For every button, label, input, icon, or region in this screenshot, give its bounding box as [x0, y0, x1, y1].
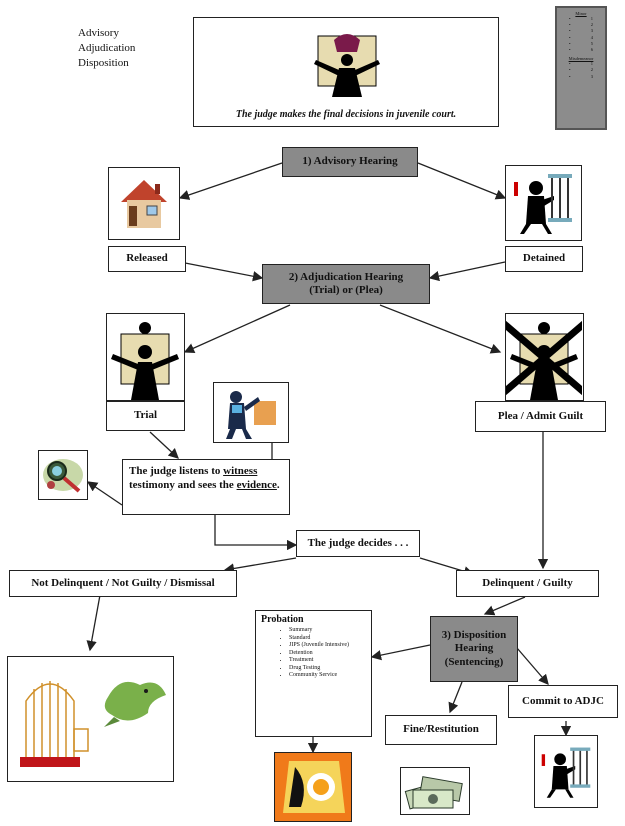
probation-node: Probation Summary Standard JIPS (Juvenil… [255, 610, 372, 737]
header-caption: The judge makes the final decisions in j… [235, 109, 457, 120]
house-picture-box [108, 167, 180, 240]
adjudication-title: 2) Adjudication Hearing [288, 270, 404, 283]
witness-picture-box [213, 382, 289, 443]
probation-picture-box [274, 752, 352, 822]
arrow-released-to-adjudication [179, 261, 264, 282]
arrow-decides-to-notdelinquent [223, 557, 297, 574]
arrow-adjudication-to-trial [183, 304, 291, 354]
jail-icon [541, 747, 591, 798]
probation-item: Standard [289, 635, 366, 643]
released-node: Released [108, 246, 186, 272]
jail-icon [514, 174, 572, 234]
arrow-listen-to-evidence [86, 481, 123, 506]
judge-decides-node: The judge decides . . . [296, 530, 420, 557]
stage-disposition: Disposition [78, 57, 129, 69]
witness-link[interactable]: witness [223, 465, 258, 477]
probation-item: Detention [289, 650, 366, 658]
money-icon [404, 776, 463, 810]
legend-row: •6 [569, 47, 593, 53]
legend-row: •2 [569, 67, 593, 73]
stage-adjudication: Adjudication [78, 42, 136, 54]
judge-listens-node: The judge listens to witness testimony a… [122, 459, 290, 515]
trial-node: Trial [106, 401, 185, 431]
magnifier-icon [43, 459, 83, 493]
probation-list: Summary Standard JIPS (Juvenile Intensiv… [261, 627, 366, 680]
money-picture-box [400, 767, 470, 815]
probation-item: Summary [289, 627, 366, 635]
plea-judge-picture-box [499, 313, 589, 401]
offense-legend: Minor •1 •2 •3 •4 •5 •6 Misdemeanor •1 •… [555, 6, 607, 130]
arrow-delinquent-to-disposition [483, 596, 526, 616]
stage-list: Advisory Adjudication Disposition [78, 26, 135, 71]
detained-node: Detained [505, 246, 583, 272]
evidence-picture-box [38, 450, 88, 500]
arrow-advisory-to-released [178, 162, 283, 200]
legend-row: •4 [569, 34, 593, 40]
arrow-trial-to-listen [149, 431, 179, 459]
plea-node: Plea / Admit Guilt [475, 401, 606, 432]
probation-item: Drug Testing [289, 665, 366, 673]
witness-icon [226, 391, 276, 439]
advisory-hearing-node: 1) Advisory Hearing [282, 147, 418, 177]
judge-header-box: The judge makes the final decisions in j… [193, 17, 499, 127]
legend-row: •2 [569, 22, 593, 28]
probation-item: Community Service [289, 672, 366, 680]
trial-judge-picture-box [106, 313, 185, 401]
commit-adjc-node: Commit to ADJC [508, 685, 618, 718]
arrow-adjudication-to-plea [379, 304, 502, 354]
legend-heading-minor: Minor [575, 11, 587, 16]
crossed-judge-icon [499, 319, 589, 400]
arrow-advisory-to-detained [417, 162, 507, 200]
not-delinquent-node: Not Delinquent / Not Guilty / Dismissal [9, 570, 237, 597]
judge-icon [111, 322, 179, 400]
arrow-listen-to-decides [214, 515, 298, 551]
arrow-disposition-to-probation [370, 644, 431, 661]
arrow-detained-to-adjudication [428, 261, 506, 282]
probation-title: Probation [261, 614, 304, 625]
detained-picture-box [505, 165, 582, 241]
adjudication-subtitle: (Trial) or (Plea) [309, 284, 383, 296]
arrow-disposition-to-commit [516, 647, 549, 685]
adjudication-hearing-node: 2) Adjudication Hearing (Trial) or (Plea… [262, 264, 430, 304]
delinquent-node: Delinquent / Guilty [456, 570, 599, 597]
arrow-notdelinquent-to-freedom [86, 594, 101, 652]
legend-row: •3 [569, 28, 593, 34]
legend-row: •3 [569, 73, 593, 79]
disposition-hearing-node: 3) Disposition Hearing (Sentencing) [430, 616, 518, 682]
house-icon [121, 180, 167, 228]
legend-row: •1 [569, 61, 593, 67]
legend-row: •5 [569, 40, 593, 46]
commit-jail-picture-box [534, 735, 598, 808]
legend-heading-misdemeanor: Misdemeanor [568, 56, 594, 62]
evidence-link[interactable]: evidence [236, 479, 277, 491]
arrow-disposition-to-fine [448, 681, 463, 714]
probation-item: JIPS (Juvenile Intensive) [289, 642, 366, 650]
spotlight-icon [275, 753, 351, 821]
legend-row: •1 [569, 16, 593, 21]
stage-advisory: Advisory [78, 27, 119, 39]
cage-bird-icon [20, 681, 166, 767]
freedom-picture-box [7, 656, 174, 782]
fine-restitution-node: Fine/Restitution [385, 715, 497, 745]
judge-icon [314, 34, 380, 97]
probation-item: Treatment [289, 657, 366, 665]
